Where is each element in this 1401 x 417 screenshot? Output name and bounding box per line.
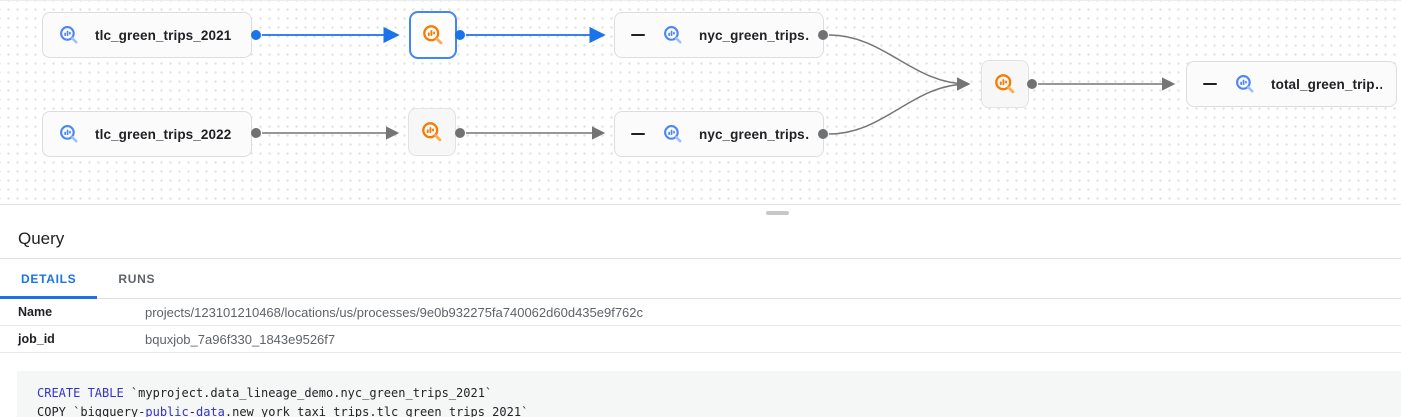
bigquery-process-icon <box>423 25 443 45</box>
row-value: projects/123101210468/locations/us/proce… <box>145 304 644 320</box>
sql-code-line: COPY `bigquery-public-data.new_york_taxi… <box>37 403 1381 417</box>
sql-code-line: CREATE TABLE `myproject.data_lineage_dem… <box>37 384 1381 403</box>
panel-title: Query <box>0 224 1401 259</box>
bigquery-process-icon <box>422 122 442 142</box>
bigquery-table-icon <box>664 26 682 44</box>
sql-keyword: data <box>195 405 225 417</box>
bigquery-table-icon <box>664 125 682 143</box>
port-dot[interactable] <box>251 128 261 138</box>
sql-text: .new_york_taxi_trips.tlc_green_trips_202… <box>224 405 529 417</box>
collapse-icon[interactable] <box>631 34 645 36</box>
port-dot[interactable] <box>455 128 465 138</box>
node-label: tlc_green_trips_2021 <box>95 27 232 43</box>
panel-resize-strip <box>0 205 1401 224</box>
tab-details[interactable]: DETAILS <box>0 259 98 299</box>
port-dot[interactable] <box>251 30 261 40</box>
sql-text: `myproject.data_lineage_demo.nyc_green_t… <box>123 386 493 400</box>
node-label: tlc_green_trips_2022 <box>95 126 232 142</box>
collapse-icon[interactable] <box>631 133 645 135</box>
edge-nyc2022-to-process3 <box>828 77 971 135</box>
query-details-panel: Query DETAILS RUNS Name projects/1231012… <box>0 224 1401 417</box>
sql-text: - <box>188 405 196 417</box>
panel-resize-handle[interactable] <box>766 211 789 215</box>
node-process-2[interactable] <box>408 108 456 156</box>
sql-keyword: CREATE TABLE <box>37 386 124 400</box>
node-label: nyc_green_trips… <box>699 27 809 43</box>
node-tlc-green-trips-2022[interactable]: tlc_green_trips_2022 <box>42 111 252 157</box>
details-table: Name projects/123101210468/locations/us/… <box>0 299 1401 353</box>
node-process-selected[interactable] <box>409 11 457 59</box>
edge-nyc2021-to-process3 <box>828 34 971 91</box>
bigquery-table-icon <box>60 26 78 44</box>
sql-text: COPY `bigquery- <box>37 405 146 417</box>
table-row-name: Name projects/123101210468/locations/us/… <box>0 299 1401 326</box>
bigquery-process-icon <box>995 74 1015 94</box>
row-value: bquxjob_7a96f330_1843e9526f7 <box>145 331 336 347</box>
sql-keyword: public <box>145 405 189 417</box>
table-row-jobid: job_id bquxjob_7a96f330_1843e9526f7 <box>0 326 1401 353</box>
row-label: Name <box>18 305 53 319</box>
bigquery-table-icon <box>60 125 78 143</box>
node-total-green-trips[interactable]: total_green_trip… <box>1186 61 1397 107</box>
node-tlc-green-trips-2021[interactable]: tlc_green_trips_2021 <box>42 12 252 58</box>
bigquery-table-icon <box>1236 75 1254 93</box>
collapse-icon[interactable] <box>1203 83 1217 85</box>
row-label: job_id <box>18 332 55 346</box>
node-nyc-green-trips-2021[interactable]: nyc_green_trips… <box>614 12 824 58</box>
sql-code-block[interactable]: CREATE TABLE `myproject.data_lineage_dem… <box>17 371 1401 417</box>
tab-bar: DETAILS RUNS <box>0 259 1401 299</box>
node-process-3[interactable] <box>981 60 1029 108</box>
node-nyc-green-trips-2022[interactable]: nyc_green_trips… <box>614 111 824 157</box>
node-label: total_green_trip… <box>1271 76 1382 92</box>
node-label: nyc_green_trips… <box>699 126 809 142</box>
tab-runs[interactable]: RUNS <box>118 271 156 286</box>
lineage-canvas[interactable]: tlc_green_trips_2021 nyc_green_trips… <box>0 0 1401 205</box>
